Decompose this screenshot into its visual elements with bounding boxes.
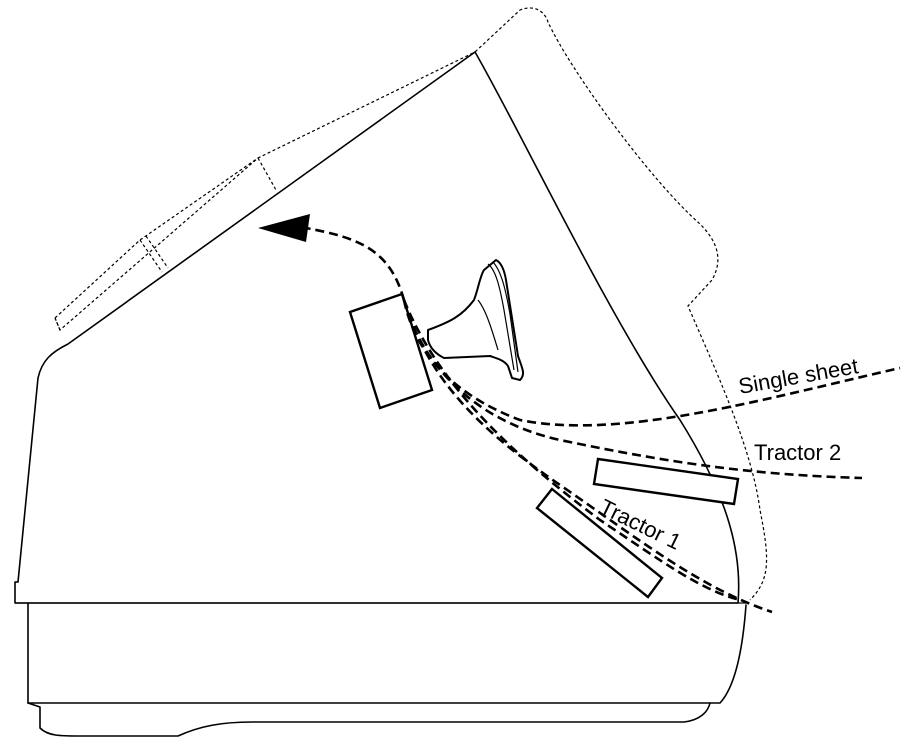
tractor-1-path-alt bbox=[402, 299, 741, 602]
tractor-1-path bbox=[402, 299, 773, 614]
printer-base bbox=[27, 602, 747, 737]
tractor-2-unit bbox=[592, 457, 740, 506]
paper-guide bbox=[427, 259, 525, 381]
output-arrowhead bbox=[258, 214, 310, 242]
paper-paths bbox=[258, 214, 901, 614]
print-head bbox=[348, 292, 434, 410]
printer-body bbox=[14, 51, 746, 604]
open-cover-outline bbox=[54, 7, 768, 601]
tractor-2-path bbox=[402, 299, 863, 480]
tractor-2-label: Tractor 2 bbox=[754, 440, 841, 465]
output-path bbox=[305, 226, 406, 301]
tractor-1-unit bbox=[535, 487, 664, 599]
